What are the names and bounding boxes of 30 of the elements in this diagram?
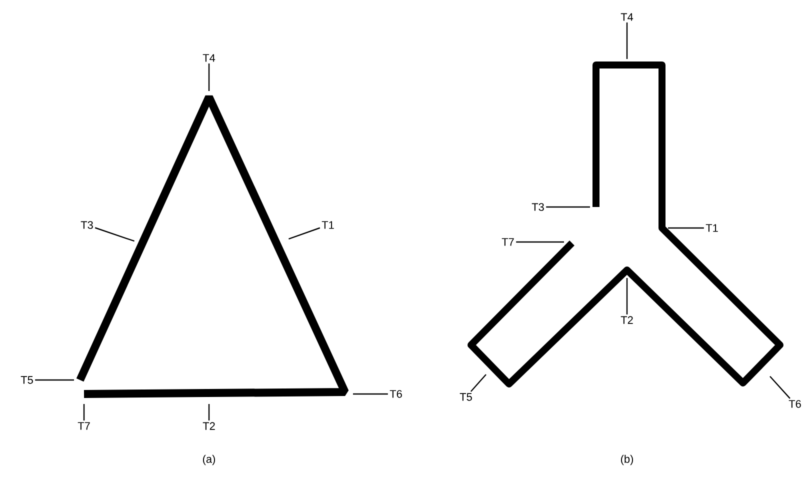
caption: (b) xyxy=(620,454,634,466)
terminal-label: T7 xyxy=(78,422,90,430)
terminal-label: T3 xyxy=(532,203,544,211)
terminal-label: T2 xyxy=(202,422,215,430)
terminal-label: T6 xyxy=(390,390,402,398)
terminal-label: T7 xyxy=(502,238,514,246)
terminal-label: T5 xyxy=(460,393,472,401)
leader-line xyxy=(516,241,564,243)
leader-line xyxy=(35,379,74,381)
leader-line xyxy=(626,278,628,314)
terminal-label: T6 xyxy=(788,400,801,408)
terminal-label: T1 xyxy=(706,224,718,232)
terminal-label: T1 xyxy=(322,221,334,229)
caption: (a) xyxy=(202,454,216,466)
terminal-label: T4 xyxy=(620,13,634,21)
leader-line xyxy=(626,22,628,59)
leader-line xyxy=(668,227,704,229)
leader-line xyxy=(83,404,85,421)
terminal-label: T3 xyxy=(80,221,93,229)
leader-line xyxy=(353,393,388,395)
terminal-label: T4 xyxy=(202,54,216,62)
terminal-label: T2 xyxy=(620,316,633,324)
leader-line xyxy=(770,376,790,399)
leader-line xyxy=(208,63,210,91)
leader-line xyxy=(546,206,590,208)
leader-line xyxy=(94,227,134,242)
leader-line xyxy=(288,227,320,240)
leader-line xyxy=(208,404,210,420)
terminal-label: T5 xyxy=(20,376,33,384)
leader-line xyxy=(470,374,486,392)
